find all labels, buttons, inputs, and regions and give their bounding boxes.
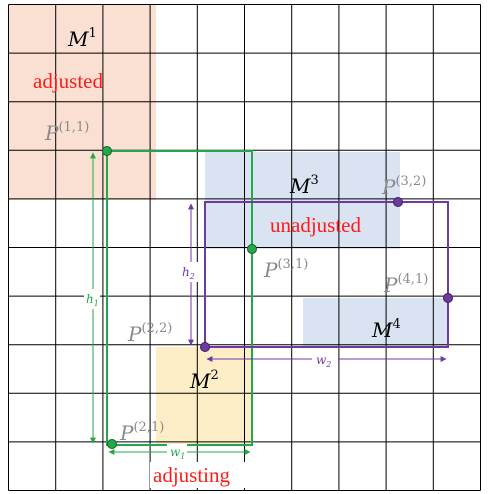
m1-label: M1 (67, 26, 97, 51)
w2-label: w2 (316, 353, 331, 369)
p32-dot (393, 197, 403, 207)
h2-label: h2 (182, 265, 195, 281)
unadjusted-label: unadjusted (270, 213, 361, 237)
adjusting-label-bg (150, 462, 254, 488)
adjusted-label: adjusted (33, 69, 103, 93)
w1-label-bg (167, 444, 187, 458)
h1-label: h1 (86, 292, 99, 308)
region-m3 (205, 152, 400, 249)
h1-label-bg (84, 289, 100, 309)
p11-label: P(1,1) (44, 120, 89, 145)
p11-dot (102, 146, 112, 156)
m2-label: M2 (189, 368, 219, 393)
w1-label: w1 (170, 445, 185, 461)
region-m4 (303, 298, 449, 347)
m3-label: M3 (289, 173, 319, 198)
h2-label-bg (180, 262, 198, 282)
p41-dot (443, 293, 453, 303)
m4-label: M4 (371, 317, 401, 342)
region-m1 (9, 5, 156, 200)
p21-dot (107, 439, 117, 449)
p22-dot (200, 342, 210, 352)
p31-dot (247, 244, 257, 254)
region-m2 (156, 347, 253, 445)
w2-label-bg (312, 351, 338, 367)
p32-label: P(3,2) (381, 174, 426, 199)
purple-box (204, 201, 449, 348)
p22-label: P(2,2) (127, 321, 172, 346)
grid-lines (8, 4, 481, 491)
adjusting-label: adjusting (153, 463, 230, 487)
p21-label: P(2,1) (119, 420, 164, 445)
p41-label: P(4,1) (383, 272, 428, 297)
p31-label: P(3,1) (263, 257, 308, 282)
